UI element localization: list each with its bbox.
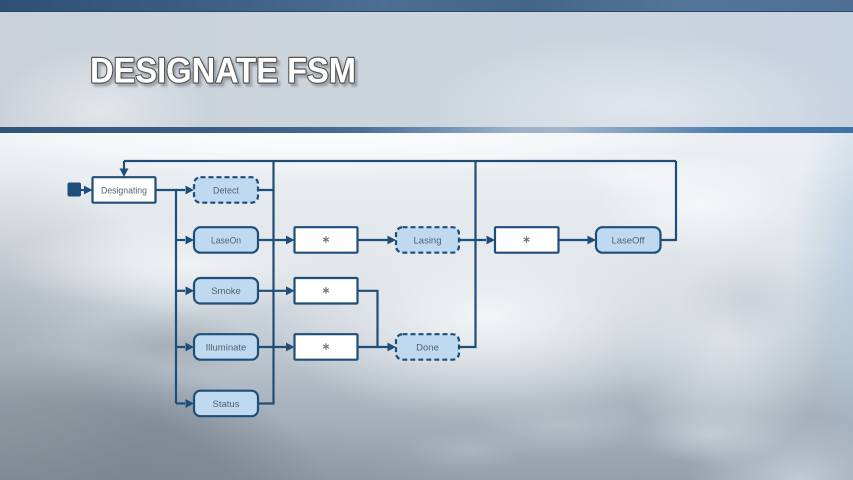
svg-text:Illuminate: Illuminate xyxy=(206,342,247,353)
svg-text:Designating: Designating xyxy=(101,185,147,196)
svg-text:DESIGNATE FSM: DESIGNATE FSM xyxy=(90,51,356,91)
svg-text:Lasing: Lasing xyxy=(414,235,442,246)
svg-text:Detect: Detect xyxy=(213,185,239,196)
svg-text:Done: Done xyxy=(416,342,439,353)
svg-text:Smoke: Smoke xyxy=(211,286,241,297)
svg-text:LaseOn: LaseOn xyxy=(211,235,241,246)
svg-text:Status: Status xyxy=(213,399,240,410)
svg-text:LaseOff: LaseOff xyxy=(611,235,644,246)
svg-text:DESIGNATE FSM: DESIGNATE FSM xyxy=(93,54,359,94)
